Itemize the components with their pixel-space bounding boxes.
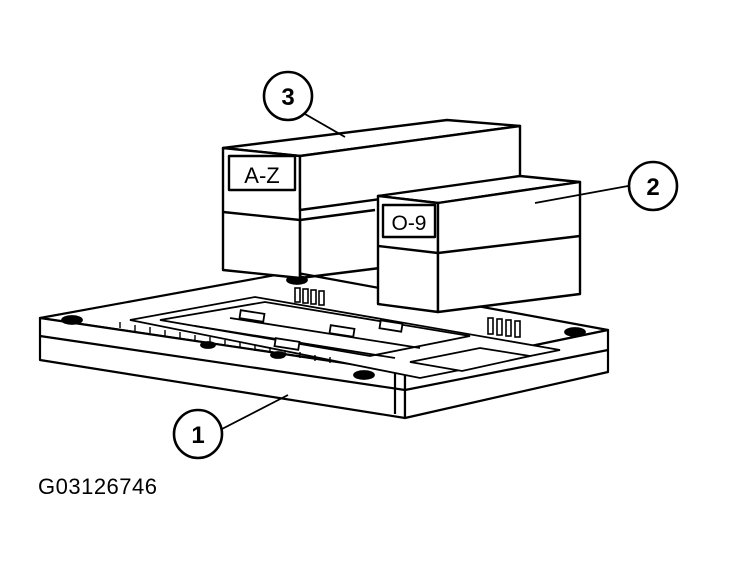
letter-block: A-Z [221,118,522,280]
callout-1: 1 [172,408,224,460]
callout-3: 3 [262,70,314,122]
letter-block-lower [298,220,381,280]
callout-2: 2 [627,160,679,212]
mount-hole [353,370,375,380]
marker-dot [270,351,286,359]
base-right-line [404,348,609,392]
letter-block-band [222,210,301,222]
leader-lines [219,109,629,431]
slot [273,337,301,351]
leader-line-1 [219,394,289,431]
base-front-line [39,334,406,392]
leader-line-3 [297,109,346,138]
base-right-face [403,328,610,420]
recessed-pad [409,347,531,372]
leader-line-2 [534,185,629,204]
numeric-block-band [377,244,439,255]
numeric-block-label-plate [381,203,437,239]
numeric-block-side [436,180,582,314]
callout-1-number: 1 [191,422,204,449]
callout-2-number: 2 [646,174,659,201]
slot [378,319,404,333]
comb-pins-rear [294,287,325,306]
numeric-block-band [437,234,581,255]
slot [238,309,266,323]
letter-block-band [299,208,376,222]
letter-block-label-plate [227,154,297,192]
numeric-block: O-9 [376,174,582,314]
track-line [229,317,421,349]
slot [328,324,356,338]
figure-code: G03126746 [38,474,158,499]
mount-hole [61,315,83,325]
callout-3-number: 3 [281,84,294,111]
mount-hole [564,327,586,337]
marker-dot [200,341,216,349]
letter-block-label: A-Z [244,163,279,188]
numeric-block-label: O-9 [391,212,426,235]
comb-pins-right [487,317,521,338]
